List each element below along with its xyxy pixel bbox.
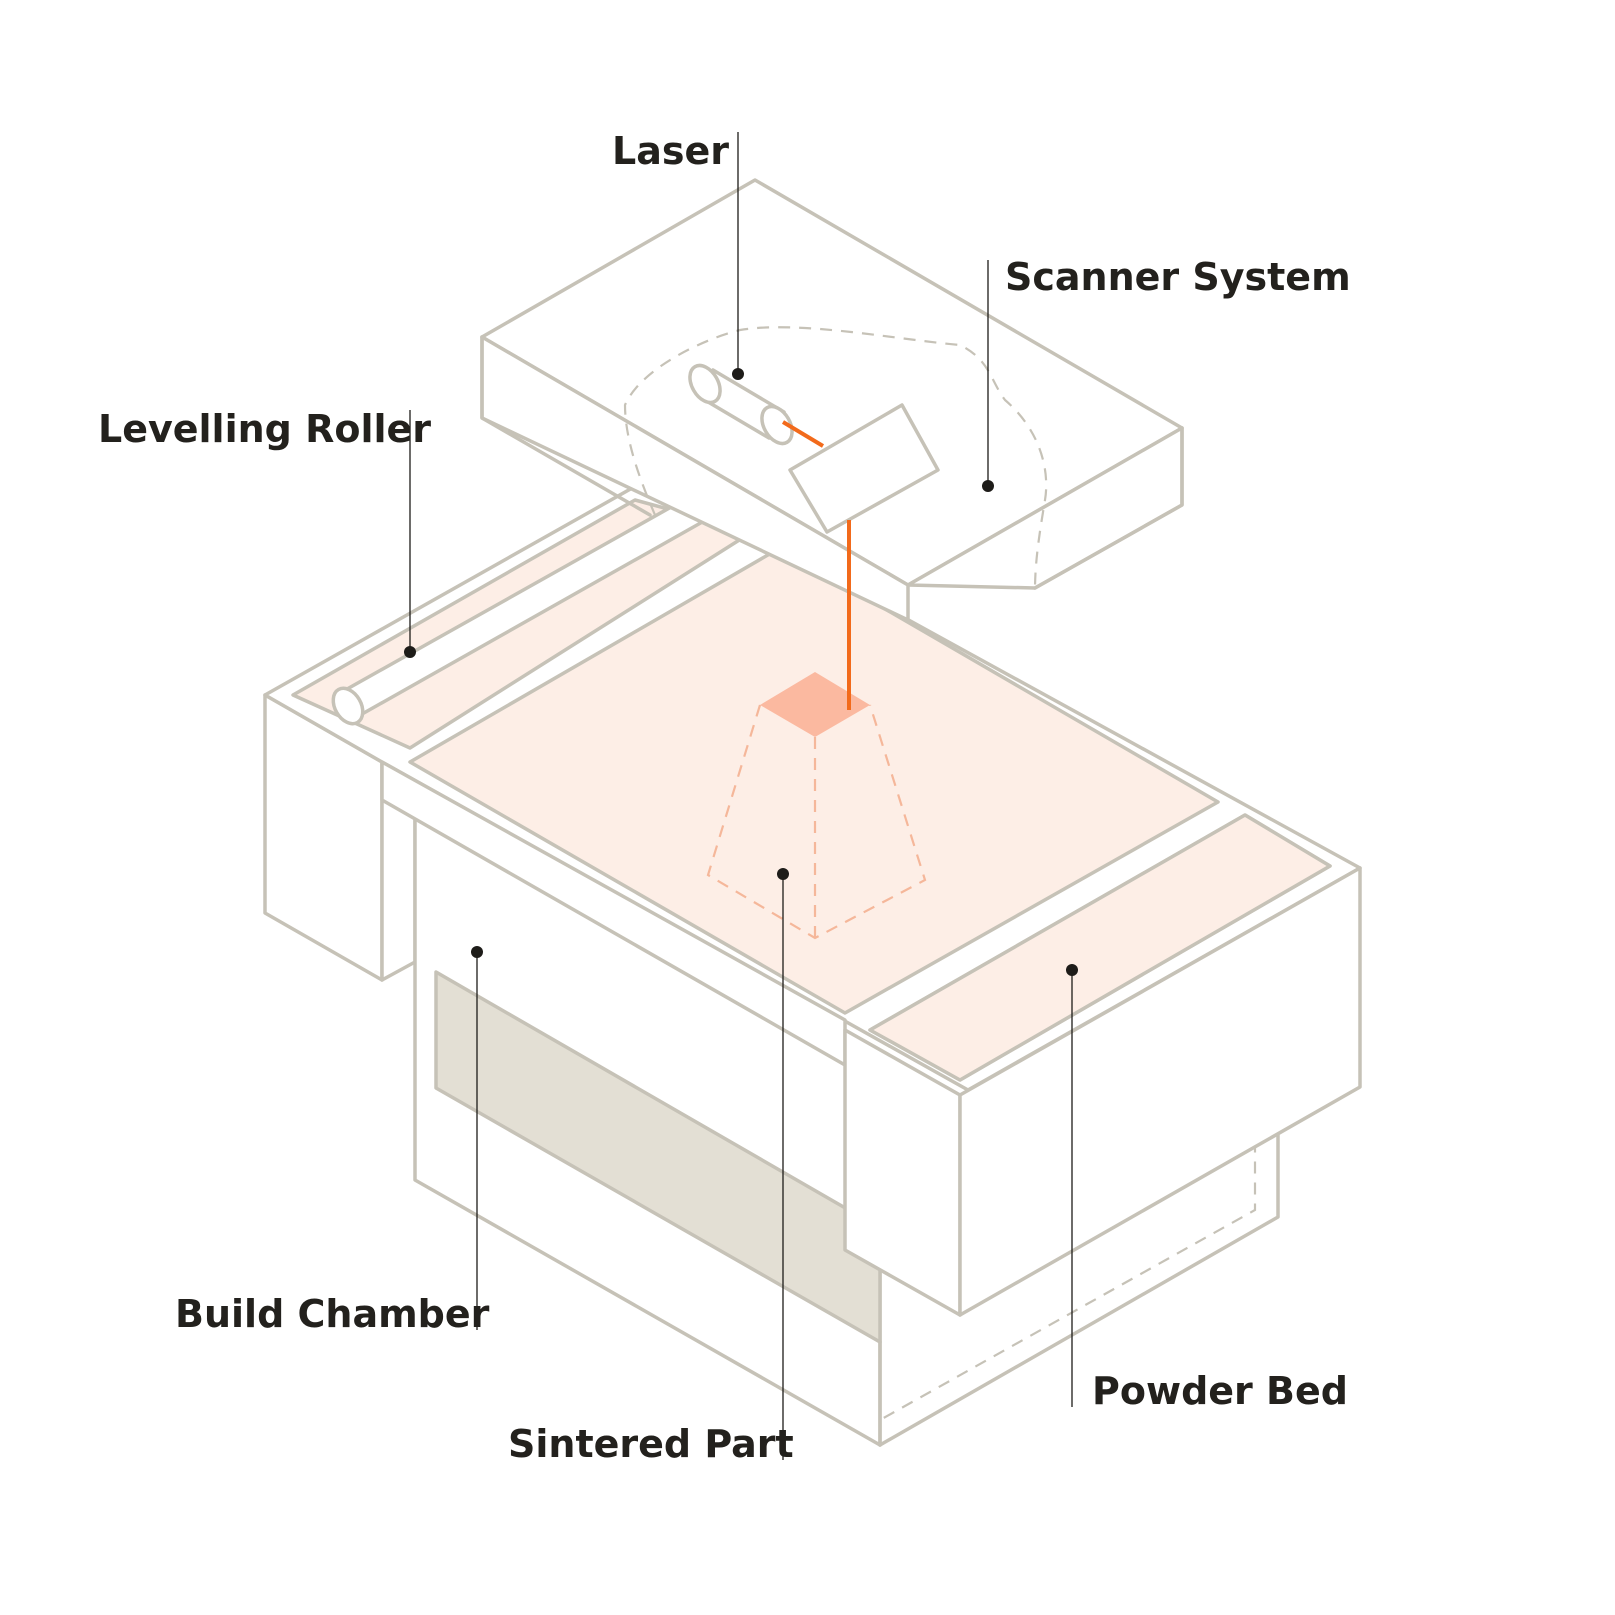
label-sintered-part: Sintered Part [508,1422,794,1466]
sintered-part-shape [706,672,927,940]
hidden-piston-volume [435,1115,1257,1422]
laser-emitter [688,363,825,448]
build-chamber [413,813,1280,1447]
scanner-mirror [788,403,940,710]
powder-bed-block [843,813,1362,1317]
label-powder-bed: Powder Bed [1092,1369,1348,1413]
label-build-chamber: Build Chamber [175,1292,490,1336]
label-laser: Laser [612,129,729,173]
sintered-top-face [760,672,870,737]
leader-lines [404,132,1078,1460]
label-levelling-roller: Levelling Roller [98,407,432,451]
label-scanner-system: Scanner System [1005,255,1351,299]
scanner-housing [480,178,1184,622]
